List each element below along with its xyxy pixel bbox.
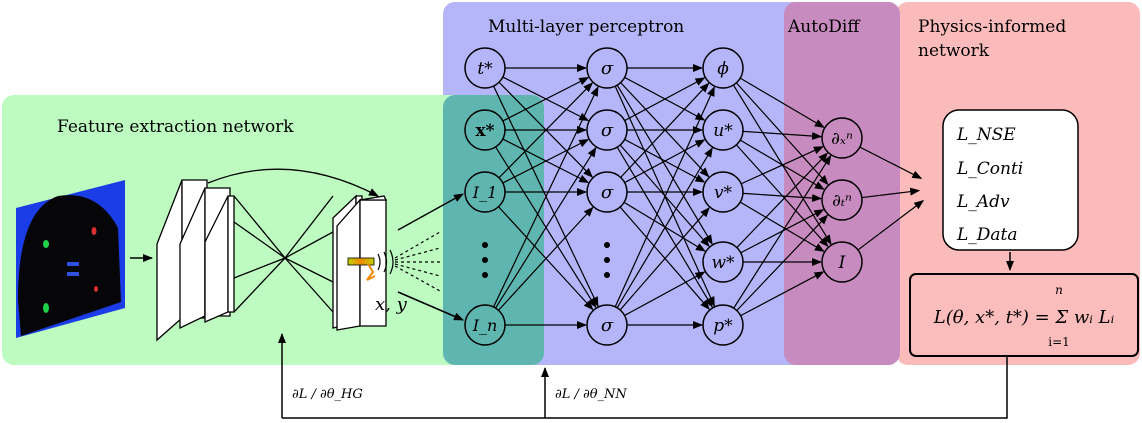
connection-arrow — [736, 152, 829, 248]
input-node-t — [464, 47, 506, 89]
hidden-ellipsis-icon — [604, 242, 610, 278]
connection-arrow — [619, 207, 710, 311]
connection-arrow — [624, 77, 706, 122]
derivative-node-t — [821, 179, 863, 221]
connection-arrow — [857, 200, 925, 251]
autodiff-layer: ∂ₓⁿ ∂ₜⁿ I — [821, 117, 863, 283]
input-label-x: x* — [475, 121, 494, 141]
derivative-node-x — [821, 117, 863, 159]
output-node-u — [702, 109, 744, 151]
sum-upper-limit: n — [1055, 283, 1063, 297]
feature-map-highlight — [347, 257, 375, 266]
input-node-i1 — [464, 171, 506, 213]
connection-arrow — [624, 271, 706, 316]
autodiff-region — [784, 2, 900, 365]
connection-arrow — [742, 130, 823, 140]
feature-region — [2, 95, 544, 365]
pinn-region-title-line1: Physics-informed — [918, 17, 1066, 37]
gradient-nn-label: ∂L / ∂θ_NN — [555, 387, 627, 402]
connection-arrow — [616, 84, 713, 245]
hidden-node — [586, 304, 628, 346]
feature-region-title: Feature extraction network — [57, 117, 294, 137]
gradient-hg-label: ∂L / ∂θ_HG — [292, 387, 363, 402]
output-label-u: u* — [713, 121, 733, 141]
input-image-thumbnail — [16, 180, 125, 338]
output-label-p: p* — [713, 316, 733, 336]
hidden-label: σ — [601, 58, 614, 79]
skip-connection-arrow — [207, 168, 379, 197]
connection-arrow — [502, 76, 590, 122]
loss-terms-box — [942, 109, 1079, 251]
connection-arrow — [498, 206, 594, 311]
loss-term-data: L_Data — [956, 225, 1018, 245]
total-loss-box — [909, 273, 1139, 357]
connection-arrow — [740, 146, 824, 185]
input-node-in — [464, 304, 506, 346]
hidden-label: σ — [601, 315, 614, 336]
connection-arrow — [740, 271, 825, 317]
pinn-region-title-line2: network — [918, 41, 990, 61]
connection-arrow — [614, 86, 715, 308]
identity-label: I — [838, 253, 846, 273]
output-node-w — [702, 241, 744, 283]
hidden-label: σ — [601, 120, 614, 141]
connection-arrow — [739, 77, 825, 128]
output-node-phi — [702, 47, 744, 89]
gradient-feedback-lines — [278, 333, 1008, 419]
feature-to-in-arrow — [397, 291, 464, 321]
derivative-label-x: ∂ₓⁿ — [831, 129, 853, 149]
derivative-label-t: ∂ₜⁿ — [832, 191, 852, 211]
hidden-label: σ — [601, 182, 614, 203]
output-node-p — [702, 304, 744, 346]
hidden-node — [586, 47, 628, 89]
input-node-x — [464, 109, 506, 151]
connection-arrow — [495, 146, 597, 309]
connection-arrow — [616, 147, 713, 309]
connection-arrow — [736, 214, 829, 311]
feature-to-i1-arrow — [397, 193, 464, 231]
input-label-t: t* — [477, 59, 493, 79]
output-label-phi: ϕ — [717, 59, 729, 79]
output-label-w: w* — [711, 253, 735, 273]
hidden-layer: σ σ σ σ — [586, 47, 628, 346]
loss-term-nse: L_NSE — [956, 125, 1016, 145]
connection-arrow — [739, 201, 825, 252]
sum-lower-limit: i=1 — [1048, 335, 1070, 349]
connection-arrow — [861, 187, 921, 199]
connection-arrow — [859, 146, 923, 179]
loss-term-conti: L_Conti — [956, 159, 1023, 179]
autodiff-region-title: AutoDiff — [787, 17, 861, 37]
input-label-i1: I_1 — [472, 183, 498, 202]
input-layer: t* x* I_1 I_n — [464, 47, 506, 346]
mlp-connections — [493, 64, 925, 329]
connection-arrow — [620, 82, 710, 178]
output-layer: ϕ u* v* w* p* — [702, 47, 744, 346]
sampling-rays — [377, 231, 441, 292]
connection-arrow — [733, 154, 832, 309]
connection-arrow — [742, 192, 823, 202]
connection-arrow — [493, 86, 599, 308]
connection-arrow — [623, 201, 706, 252]
connection-arrow — [502, 138, 590, 184]
connection-arrow — [498, 82, 593, 179]
input-ellipsis-icon — [482, 242, 488, 278]
output-label-v: v* — [714, 183, 733, 203]
connection-arrow — [624, 139, 706, 184]
overlap-region — [443, 95, 544, 365]
input-label-in: I_n — [472, 316, 498, 335]
total-loss-formula: L(θ, x*, t*) = Σ wᵢ Lᵢ — [933, 307, 1115, 328]
output-node-v — [702, 171, 744, 213]
loss-term-adv: L_Adv — [956, 192, 1010, 212]
hidden-node — [586, 109, 628, 151]
sampling-marker-icon — [366, 263, 376, 281]
coords-label: x, y — [375, 294, 408, 315]
hidden-node — [586, 171, 628, 213]
mlp-region-title: Multi-layer perceptron — [488, 17, 684, 37]
identity-node — [821, 241, 863, 283]
